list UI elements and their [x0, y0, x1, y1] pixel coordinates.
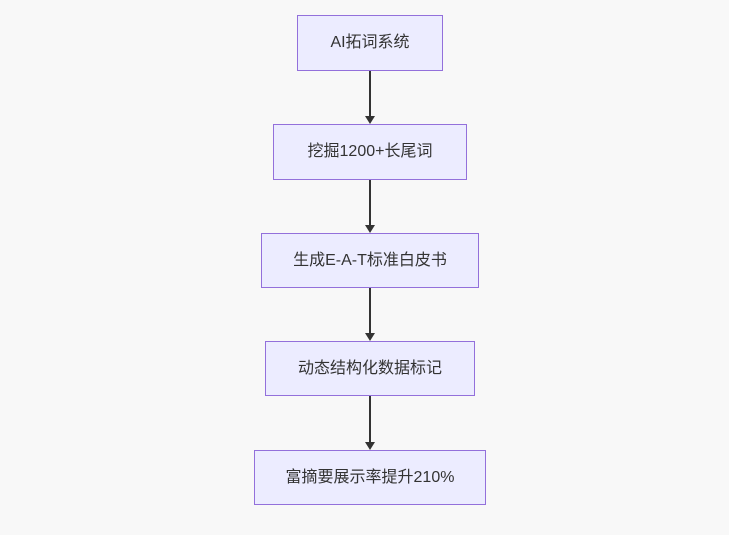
arrow-down-3: [364, 288, 376, 341]
arrow-head-icon: [365, 333, 375, 341]
arrow-head-icon: [365, 225, 375, 233]
arrow-line: [369, 180, 371, 226]
node-ai-word-expansion-system: AI拓词系统: [297, 15, 443, 71]
arrow-line: [369, 288, 371, 334]
arrow-head-icon: [365, 116, 375, 124]
node-longtail-keyword-mining: 挖掘1200+长尾词: [273, 124, 467, 180]
arrow-line: [369, 396, 371, 443]
node-dynamic-structured-data-markup: 动态结构化数据标记: [265, 341, 475, 396]
node-rich-snippet-rate-increase: 富摘要展示率提升210%: [254, 450, 486, 505]
arrow-down-4: [364, 396, 376, 450]
arrow-line: [369, 71, 371, 117]
arrow-head-icon: [365, 442, 375, 450]
arrow-down-1: [364, 71, 376, 124]
arrow-down-2: [364, 180, 376, 233]
node-eat-standard-whitepaper: 生成E-A-T标准白皮书: [261, 233, 479, 288]
